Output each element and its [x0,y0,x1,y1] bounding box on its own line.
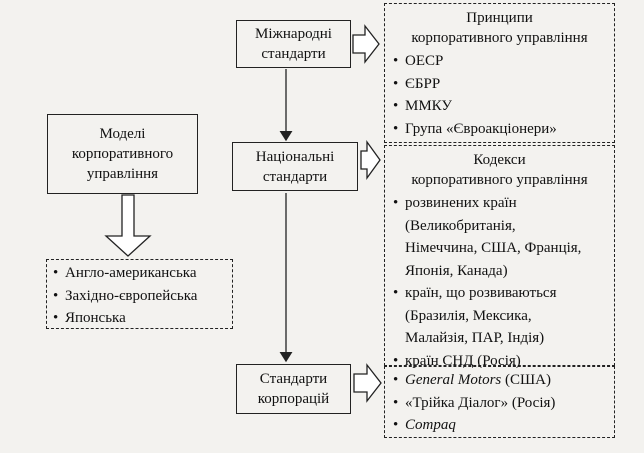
block-arrow-intl [352,24,380,64]
code-item-line: (Великобританія, [405,217,516,234]
corporate-item: General Motors (США) [391,369,608,392]
block-arrow-corporate [353,363,382,403]
principle-item: ММКУ [391,95,608,118]
codes-box: Кодекси корпоративного управління розвин… [384,145,615,372]
model-item: Англо-американська [51,262,228,285]
corporate-label-line-1: Стандарти [259,371,328,387]
code-item-line: Німеччина, США, Франція, [405,240,582,256]
principles-title-line-2: корпоративного управління [411,30,588,46]
national-label-line-1: Національні [255,148,335,165]
model-item: Західно-європейська [51,285,228,308]
corporate-item-italic: Compaq [405,417,456,433]
corporate-examples-box: General Motors (США) «Трійка Діалог» (Ро… [384,366,615,438]
models-title-line-1: Моделі [99,126,146,142]
models-list-box: Англо-американська Західно-європейська Я… [46,259,233,329]
principles-title-line-1: Принципи [466,10,533,26]
principle-item: ЄБРР [391,73,608,96]
international-label-line-1: Міжнародні [255,26,332,42]
code-item-first-line: країн, що розвиваються [405,285,557,301]
code-item-line: Малайзія, ПАР, Індія) [405,330,545,346]
code-item: країн СНД (Росія) [391,350,608,373]
model-item: Японська [51,307,228,330]
models-title-line-3: управління [86,166,159,182]
international-standards-box: Міжнародні стандарти [236,20,351,68]
models-title-line-2: корпоративного [71,146,174,162]
national-standards-box: Національні стандарти [232,142,358,191]
code-item-line: Японія, Канада) [405,262,508,279]
principle-item: ОЕСР [391,50,608,73]
code-item: розвинених країн (Великобританія, Німечч… [391,192,608,282]
corporate-item: Compaq [391,414,608,437]
principles-box: Принципи корпоративного управління ОЕСР … [384,3,615,143]
code-item: країн, що розвиваються (Бразилія, Мексик… [391,282,608,350]
corporate-item-italic: General Motors [405,372,502,388]
national-label-line-2: стандарти [262,168,328,185]
codes-title-line-2: корпоративного управління [411,172,588,188]
corporate-item-text: (США) [501,372,551,388]
international-label-line-2: стандарти [261,46,326,62]
corporate-item: «Трійка Діалог» (Росія) [391,392,608,415]
block-arrow-national [360,139,381,181]
codes-title-line-1: Кодекси [473,152,526,168]
corporate-label-line-2: корпорацій [257,391,330,407]
code-item-first-line: країн СНД (Росія) [405,352,521,369]
models-box: Моделі корпоративного управління [47,114,198,194]
code-item-line: (Бразилія, Мексика, [405,307,532,324]
block-arrow-models [104,194,152,257]
principle-item: Група «Євроакціонери» [391,118,608,141]
corporate-item-text: «Трійка Діалог» (Росія) [405,394,556,411]
code-item-first-line: розвинених країн [405,195,517,211]
corporate-standards-box: Стандарти корпорацій [236,364,351,414]
